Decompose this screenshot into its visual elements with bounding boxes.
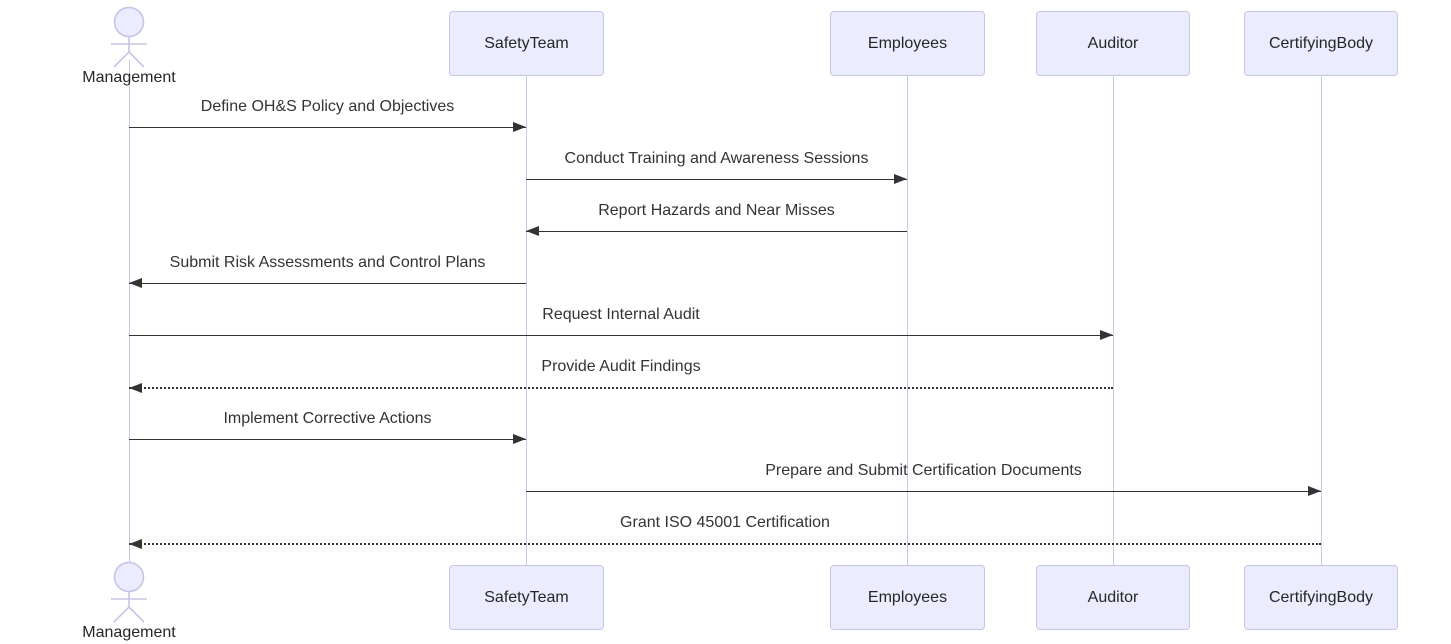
message-request-internal-audit: Request Internal Audit — [129, 302, 1113, 348]
lifeline-management — [128, 60, 130, 563]
message-submit-risk-assessments: Submit Risk Assessments and Control Plan… — [129, 250, 526, 296]
lifeline-employees — [906, 76, 908, 565]
message-label: Report Hazards and Near Misses — [598, 202, 835, 219]
participant-certifyingbody-top: CertifyingBody — [1244, 11, 1398, 76]
participant-label: Auditor — [1087, 34, 1139, 52]
message-arrow-line — [129, 330, 1113, 340]
message-arrow-line — [129, 539, 1321, 549]
message-grant-certification: Grant ISO 45001 Certification — [129, 510, 1321, 556]
message-arrow-line — [129, 278, 526, 288]
arrowhead-icon — [513, 434, 526, 444]
participant-employees-bottom: Employees — [830, 565, 985, 630]
arrowhead-icon — [129, 278, 142, 288]
lifeline-safetyteam — [525, 76, 527, 565]
message-label: Define OH&S Policy and Objectives — [200, 98, 455, 115]
arrowhead-icon — [129, 383, 142, 393]
message-report-hazards: Report Hazards and Near Misses — [526, 198, 907, 244]
participant-label: Employees — [867, 34, 948, 52]
message-label: Provide Audit Findings — [541, 358, 701, 375]
message-define-policy: Define OH&S Policy and Objectives — [129, 94, 526, 140]
message-label: Prepare and Submit Certification Documen… — [765, 462, 1082, 479]
participant-label: Auditor — [1087, 588, 1139, 606]
actor-label-management-bottom: Management — [82, 624, 176, 641]
participant-certifyingbody-bottom: CertifyingBody — [1244, 565, 1398, 630]
message-prepare-certification-documents: Prepare and Submit Certification Documen… — [526, 458, 1321, 504]
person-icon — [111, 561, 147, 623]
participant-safetyteam-bottom: SafetyTeam — [449, 565, 604, 630]
lifeline-certifyingbody — [1320, 76, 1322, 565]
message-label: Request Internal Audit — [542, 306, 700, 323]
participant-auditor-top: Auditor — [1036, 11, 1190, 76]
message-arrow-line — [129, 122, 526, 132]
message-arrow-line — [526, 226, 907, 236]
message-arrow-line — [129, 434, 526, 444]
arrowhead-icon — [894, 174, 907, 184]
participant-auditor-bottom: Auditor — [1036, 565, 1190, 630]
actor-label-management-top: Management — [82, 69, 176, 86]
message-arrow-line — [526, 486, 1321, 496]
message-arrow-line — [526, 174, 907, 184]
message-arrow-line — [129, 383, 1113, 393]
participant-employees-top: Employees — [830, 11, 985, 76]
message-provide-audit-findings: Provide Audit Findings — [129, 354, 1113, 400]
arrowhead-icon — [129, 539, 142, 549]
message-label: Conduct Training and Awareness Sessions — [564, 150, 869, 167]
arrowhead-icon — [513, 122, 526, 132]
person-icon — [111, 6, 147, 68]
arrowhead-icon — [526, 226, 539, 236]
participant-safetyteam-top: SafetyTeam — [449, 11, 604, 76]
arrowhead-icon — [1100, 330, 1113, 340]
message-implement-corrective-actions: Implement Corrective Actions — [129, 406, 526, 452]
message-label: Implement Corrective Actions — [223, 410, 432, 427]
message-label: Submit Risk Assessments and Control Plan… — [169, 254, 486, 271]
participant-label: Employees — [867, 588, 948, 606]
lifeline-auditor — [1112, 76, 1114, 565]
arrowhead-icon — [1308, 486, 1321, 496]
participant-label: SafetyTeam — [484, 588, 569, 606]
participant-label: CertifyingBody — [1268, 588, 1374, 606]
participant-label: CertifyingBody — [1268, 34, 1374, 52]
message-label: Grant ISO 45001 Certification — [620, 514, 830, 531]
message-conduct-training: Conduct Training and Awareness Sessions — [526, 146, 907, 192]
participant-label: SafetyTeam — [484, 34, 569, 52]
